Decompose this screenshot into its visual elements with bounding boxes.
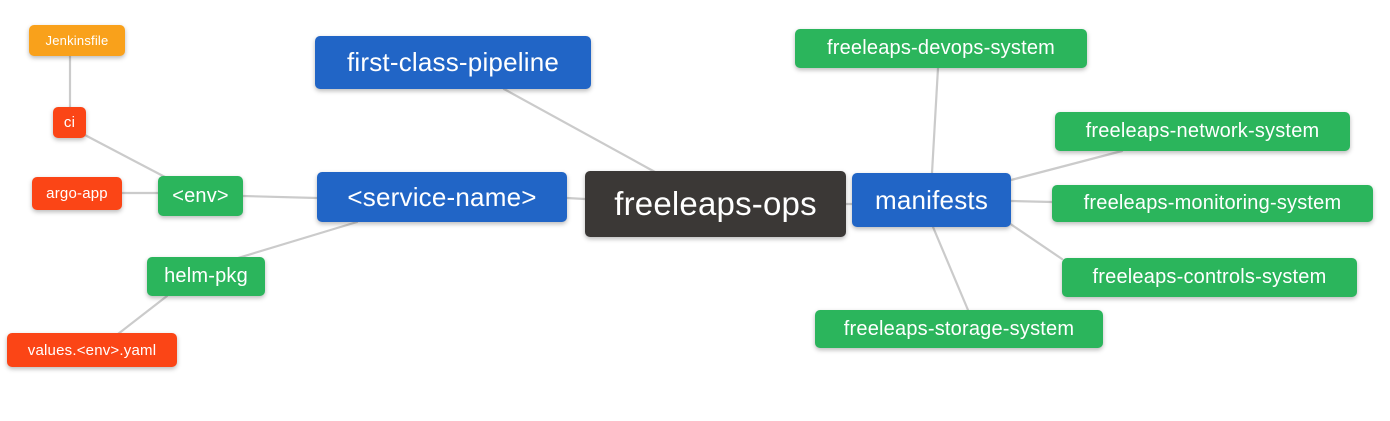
edge-first-class-pipeline-freeleaps-ops (502, 87, 657, 174)
edge-env-service-name (241, 194, 319, 200)
node-ci[interactable]: ci (53, 107, 86, 138)
edge-helm-pkg-values-env-yaml (116, 294, 169, 336)
node-first-class-pipeline[interactable]: first-class-pipeline (315, 36, 591, 89)
node-freeleaps-ops[interactable]: freeleaps-ops (585, 171, 846, 237)
node-freeleaps-monitoring-system[interactable]: freeleaps-monitoring-system (1052, 185, 1373, 222)
node-freeleaps-storage-system[interactable]: freeleaps-storage-system (815, 310, 1103, 348)
node-manifests[interactable]: manifests (852, 173, 1011, 227)
edge-manifests-freeleaps-devops-system (930, 66, 940, 175)
node-jenkinsfile[interactable]: Jenkinsfile (29, 25, 125, 56)
edge-manifests-freeleaps-monitoring-system (1009, 199, 1054, 204)
node-env[interactable]: <env> (158, 176, 243, 216)
node-service-name[interactable]: <service-name> (317, 172, 567, 222)
node-values-env-yaml[interactable]: values.<env>.yaml (7, 333, 177, 367)
edge-manifests-freeleaps-network-system (1009, 149, 1124, 182)
node-helm-pkg[interactable]: helm-pkg (147, 257, 265, 296)
edge-service-name-freeleaps-ops (565, 196, 587, 201)
edge-ci-env (81, 132, 167, 179)
edge-manifests-freeleaps-storage-system (931, 225, 970, 312)
edge-service-name-helm-pkg (236, 220, 359, 260)
node-freeleaps-controls-system[interactable]: freeleaps-controls-system (1062, 258, 1357, 297)
node-argo-app[interactable]: argo-app (32, 177, 122, 210)
node-freeleaps-network-system[interactable]: freeleaps-network-system (1055, 112, 1350, 151)
edge-manifests-freeleaps-controls-system (1007, 221, 1064, 261)
node-freeleaps-devops-system[interactable]: freeleaps-devops-system (795, 29, 1087, 68)
